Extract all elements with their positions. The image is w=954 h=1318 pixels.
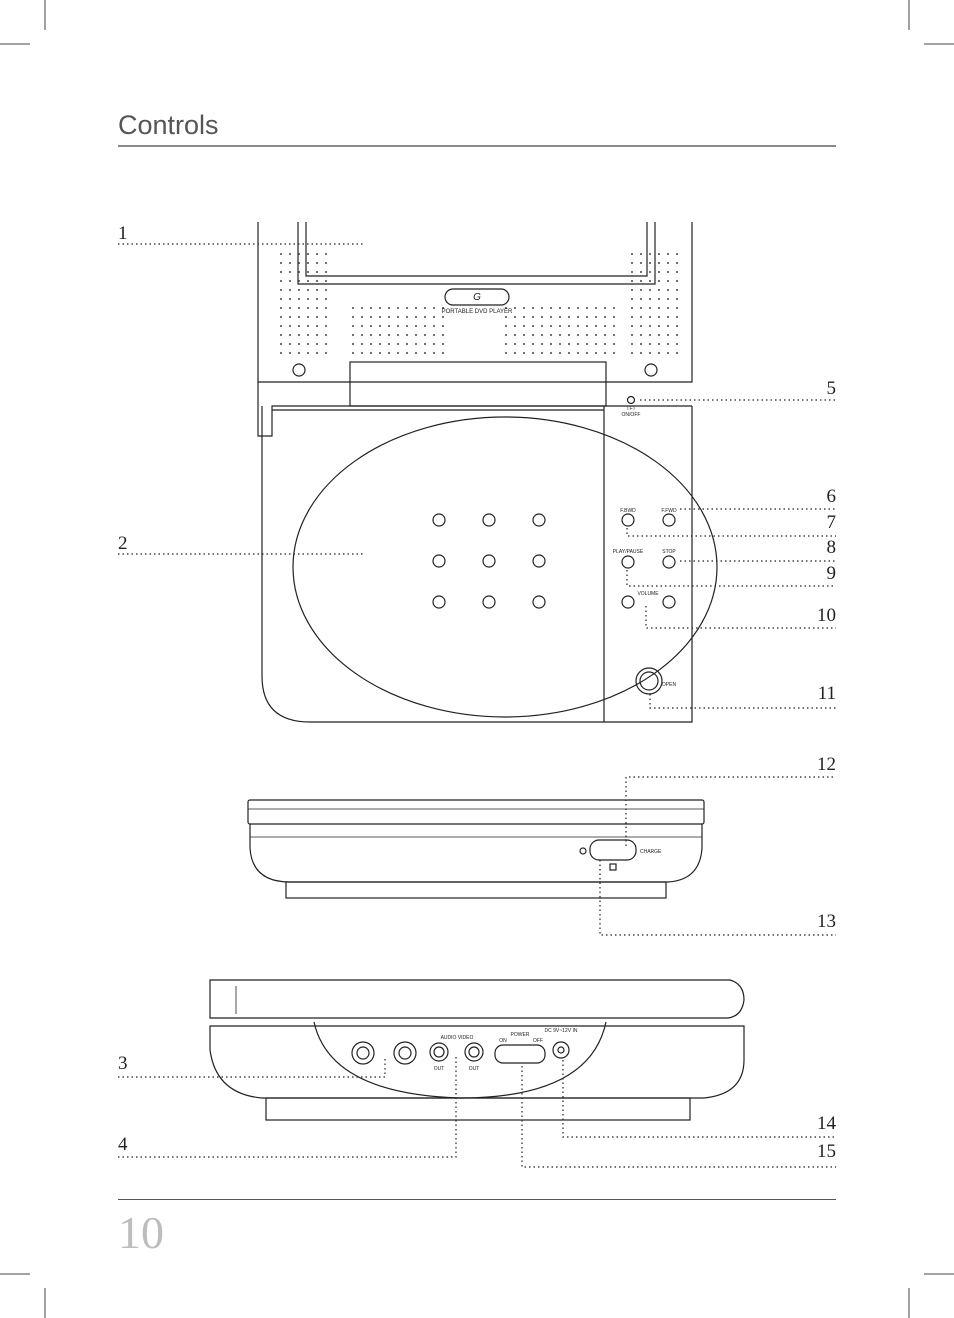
page-number: 10 [118,1207,164,1258]
f-fwd-button[interactable] [662,513,676,527]
callout-8: 8 [826,537,837,558]
callout-11: 11 [817,683,836,704]
callout-4: 4 [118,1134,128,1155]
audio-out-jack[interactable] [429,1042,449,1062]
callout-5: 5 [826,378,837,399]
footer-divider [118,1199,836,1200]
tft-led [626,395,636,405]
brand-badge [444,288,510,306]
top-view: G [257,222,718,723]
callout-2: 2 [118,533,128,554]
stop-button[interactable] [662,555,676,569]
callout-14: 14 [817,1113,836,1134]
headphone-jack-1[interactable] [351,1041,375,1065]
open-button-ring [635,667,663,695]
side-view-labels: AUDIO VIDEO OUT OUT POWER ON OFF DC 9V~1… [434,1028,578,1072]
page-title: Controls [118,110,219,140]
power-label: POWER [511,1032,530,1038]
headphone-jack-2[interactable] [393,1041,417,1065]
open-label: OPEN [662,682,677,688]
off-label: OFF [533,1038,543,1044]
audio-out-label: OUT [434,1066,445,1072]
f-fwd-label: F.FWD [661,508,677,514]
callout-3: 3 [118,1053,128,1074]
video-out-label: OUT [469,1066,480,1072]
title-divider [118,145,836,147]
led-label-top: TFT [626,406,635,412]
dc-in-jack[interactable] [552,1041,570,1059]
callout-1: 1 [118,223,128,244]
led-label-bottom: ON/OFF [622,412,641,418]
power-slide-switch[interactable] [494,1044,546,1064]
brand-label: PORTABLE DVD PLAYER [442,309,513,315]
callout-6: 6 [826,486,837,507]
volume-up-button[interactable] [662,595,676,609]
callout-leaders [118,243,836,1168]
callout-7: 7 [826,512,837,533]
play-pause-label: PLAY/PAUSE [613,549,644,555]
center-right-grille [505,300,615,356]
left-speaker-grille [278,246,328,356]
play-pause-button[interactable] [621,555,635,569]
callout-9: 9 [826,563,837,584]
open-button[interactable] [639,671,659,691]
right-speaker-grille [628,246,680,356]
disc-lid[interactable] [292,416,718,718]
dc-in-label: DC 9V~12V IN [545,1028,578,1034]
center-left-grille [345,300,445,356]
audio-video-label: AUDIO VIDEO [441,1035,474,1041]
left-hinge-screw [292,363,306,377]
callout-13: 13 [817,911,836,932]
right-hinge-screw [644,363,658,377]
svg-text:G: G [473,292,481,303]
power-switch-front[interactable] [589,839,637,861]
callout-12: 12 [817,754,836,775]
callout-10: 10 [817,605,836,626]
charge-label: CHARGE [640,849,662,855]
charge-indicator [609,863,617,871]
front-view [247,799,705,899]
lid-dot-matrix [432,513,546,609]
volume-label: VOLUME [637,591,659,597]
power-icon [579,847,587,855]
stop-label: STOP [662,549,676,555]
side-view [209,979,745,1121]
on-label: ON [499,1038,507,1044]
volume-down-button[interactable] [621,595,635,609]
f-bwd-label: F.BWD [620,508,636,514]
video-out-jack[interactable] [464,1042,484,1062]
callout-15: 15 [817,1141,836,1162]
top-view-labels: PORTABLE DVD PLAYER TFT ON/OFF F.BWD F.F… [442,309,677,688]
f-bwd-button[interactable] [621,513,635,527]
